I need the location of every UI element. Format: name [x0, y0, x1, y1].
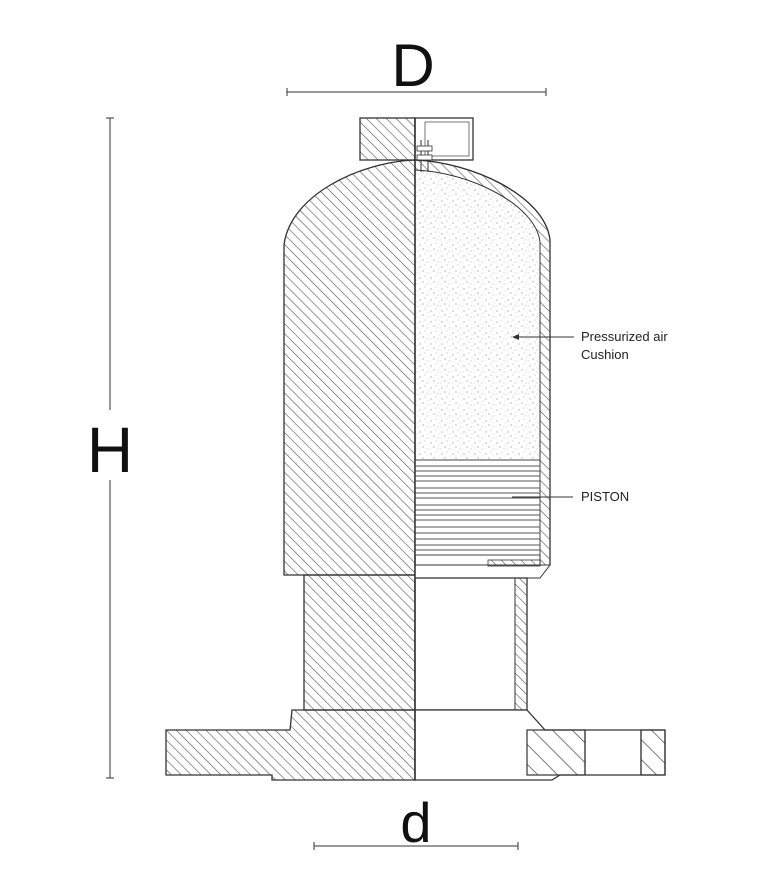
dimension-d-bottom: d	[313, 791, 519, 854]
dimension-label-top: D	[391, 32, 434, 99]
piston	[414, 459, 541, 556]
pressurized-air-chamber	[415, 170, 540, 460]
valve-stem	[416, 140, 433, 172]
dimension-height: H	[85, 117, 135, 779]
dimension-d-top: D	[286, 32, 547, 99]
callout-piston-label: PISTON	[581, 489, 629, 504]
vessel-right-section	[414, 117, 666, 781]
dimension-label-bottom: d	[400, 791, 431, 854]
vessel-left-section	[165, 117, 416, 781]
dimension-label-height: H	[87, 414, 133, 486]
callout-air-line2: Cushion	[581, 347, 629, 362]
callout-air-line1: Pressurized air	[581, 329, 668, 344]
callout-piston: PISTON	[512, 489, 629, 504]
callout-air-cushion: Pressurized air Cushion	[512, 329, 668, 362]
